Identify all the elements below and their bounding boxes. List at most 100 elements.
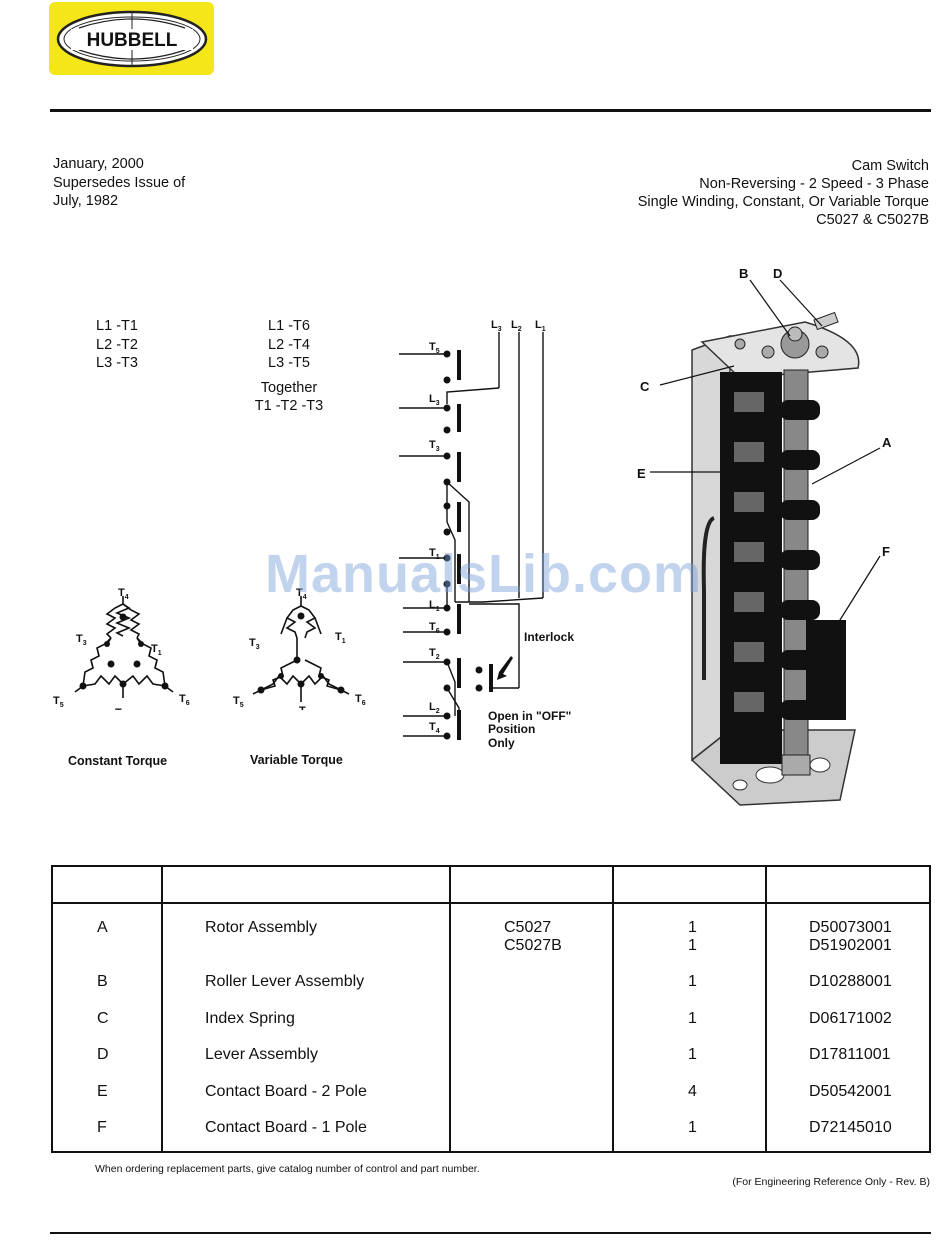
row-b-part: D10288001 — [809, 973, 892, 990]
svg-text:T6: T6 — [355, 693, 366, 707]
row-b-ref: B — [97, 973, 108, 990]
supersedes-label: Supersedes Issue of — [53, 174, 186, 191]
row-a-part: D51902001 — [809, 937, 892, 954]
row-e-qty: 4 — [688, 1083, 697, 1100]
row-e-part: D50542001 — [809, 1083, 892, 1100]
issue-date-block: January, 2000 Supersedes Issue of July, … — [53, 155, 185, 211]
product-subtitle: Non-Reversing - 2 Speed - 3 Phase — [699, 176, 929, 192]
row-a-qty: 1 — [688, 919, 697, 936]
svg-text:T4: T4 — [118, 587, 129, 601]
engineering-reference: (For Engineering Reference Only - Rev. B… — [732, 1176, 930, 1188]
interlock-label: Interlock — [524, 630, 574, 644]
logo-emblem: HUBBELL — [56, 10, 208, 68]
bottom-rule — [50, 1232, 931, 1234]
off-note-line: Position — [488, 722, 535, 736]
issue-date: January, 2000 — [53, 156, 144, 172]
row-d-ref: D — [97, 1046, 109, 1063]
row-a-part: D50073001 — [809, 919, 892, 936]
callout-a: A — [882, 435, 892, 450]
row-a-qty: 1 — [688, 937, 697, 954]
svg-text:T1: T1 — [151, 643, 162, 657]
row-c-desc: Index Spring — [205, 1010, 295, 1027]
callout-f: F — [882, 544, 890, 559]
connection-line: L1 -T1 — [96, 318, 138, 334]
svg-text:T1: T1 — [429, 547, 440, 561]
connection-line: L1 -T6 — [268, 318, 310, 334]
line-l1: L — [535, 319, 542, 331]
row-d-desc: Lever Assembly — [205, 1046, 318, 1063]
line-l3: L — [491, 319, 498, 331]
catalog-numbers: C5027 & C5027B — [816, 212, 929, 228]
svg-text:T4: T4 — [296, 587, 307, 601]
row-a-desc: Rotor Assembly — [205, 919, 318, 936]
constant-torque-caption: Constant Torque — [68, 754, 168, 768]
connection-line: L3 -T3 — [96, 355, 138, 371]
svg-text:T3: T3 — [429, 439, 440, 453]
callout-d: D — [773, 266, 782, 281]
callout-c: C — [640, 379, 650, 394]
callout-b: B — [739, 266, 748, 281]
together-label: Together — [260, 379, 318, 396]
svg-text:L3: L3 — [491, 319, 502, 333]
row-f-desc: Contact Board - 1 Pole — [205, 1119, 367, 1136]
svg-text:L1: L1 — [429, 599, 440, 613]
row-f-part: D72145010 — [809, 1119, 892, 1136]
connection-line: L3 -T5 — [268, 355, 310, 371]
constant-torque-diagram: T4 T3 T1 T5 T6 T2 — [53, 587, 190, 710]
cam-switch-illustration: B D C A E F — [637, 266, 892, 806]
connection-line: L2 -T4 — [268, 336, 310, 353]
svg-text:T2: T2 — [429, 647, 440, 661]
row-b-desc: Roller Lever Assembly — [205, 973, 365, 990]
supersedes-date: July, 1982 — [53, 193, 119, 209]
product-description: Single Winding, Constant, Or Variable To… — [637, 194, 929, 210]
callout-e: E — [637, 466, 646, 481]
watermark: ManualsLib.com — [265, 544, 703, 604]
off-note-line: Only — [488, 736, 515, 750]
connection-line: L2 -T2 — [96, 336, 138, 353]
low-speed-connections: L1 -T1 L2 -T2 L3 -T3 — [85, 317, 149, 373]
row-e-ref: E — [97, 1083, 108, 1100]
svg-text:T3: T3 — [249, 637, 260, 651]
row-d-part: D17811001 — [809, 1046, 891, 1063]
product-title: Cam Switch — [851, 158, 929, 174]
product-title-block: Cam Switch Non-Reversing - 2 Speed - 3 P… — [638, 157, 929, 229]
high-speed-connections: L1 -T6 L2 -T4 L3 -T5 Together T1 -T2 -T3 — [245, 317, 333, 416]
row-a-control: C5027B — [504, 937, 562, 954]
line-l2: L — [511, 319, 518, 331]
row-b-qty: 1 — [688, 973, 697, 990]
logo-text: HUBBELL — [87, 30, 178, 51]
variable-torque-diagram: T4 T3 T1 T5 T6 T2 — [233, 587, 366, 710]
top-rule — [50, 109, 931, 112]
row-f-qty: 1 — [688, 1119, 697, 1136]
svg-text:L1: L1 — [535, 319, 546, 333]
svg-text:T3: T3 — [76, 633, 87, 647]
row-a-ref: A — [97, 919, 108, 936]
row-e-desc: Contact Board - 2 Pole — [205, 1083, 367, 1100]
row-c-ref: C — [97, 1010, 109, 1027]
svg-text:T6: T6 — [429, 621, 440, 635]
variable-torque-caption: Variable Torque — [250, 753, 343, 767]
brand-logo: HUBBELL — [49, 2, 214, 75]
svg-text:T2: T2 — [115, 707, 126, 710]
row-c-qty: 1 — [688, 1010, 697, 1027]
row-f-ref: F — [97, 1119, 107, 1136]
svg-text:L2: L2 — [429, 701, 440, 715]
svg-text:T4: T4 — [429, 721, 440, 735]
ordering-note: When ordering replacement parts, give ca… — [95, 1163, 480, 1175]
row-d-qty: 1 — [688, 1046, 697, 1063]
svg-text:T5: T5 — [53, 695, 64, 709]
wiring-diagram: L3 L2 L1 T5 L3 T3 T1 L1 T6 T2 L2 T4 Inte… — [399, 319, 574, 750]
svg-text:T6: T6 — [179, 693, 190, 707]
off-note-line: Open in "OFF" — [488, 709, 571, 723]
row-c-part: D06171002 — [809, 1010, 892, 1027]
svg-text:L3: L3 — [429, 393, 440, 407]
svg-text:L2: L2 — [511, 319, 522, 333]
parts-table-grid — [53, 867, 929, 1151]
svg-text:T5: T5 — [429, 341, 440, 355]
parts-table: A Rotor Assembly C5027 C5027B 1 1 D50073… — [51, 865, 931, 1153]
svg-text:T1: T1 — [335, 631, 346, 645]
together-terminals: T1 -T2 -T3 — [254, 398, 324, 414]
row-a-control: C5027 — [504, 919, 552, 936]
svg-text:T2: T2 — [299, 705, 310, 710]
svg-text:T5: T5 — [233, 695, 244, 709]
